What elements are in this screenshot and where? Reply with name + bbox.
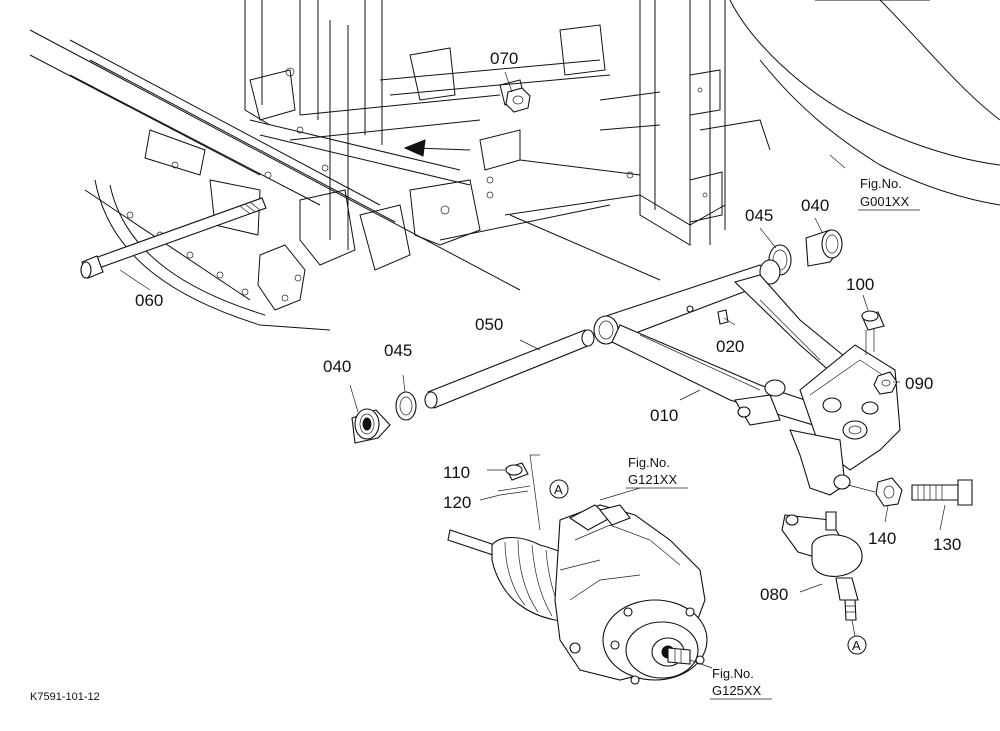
hub-assembly xyxy=(447,454,708,685)
label-010: 010 xyxy=(650,406,678,425)
fig-ref-g121-code: G121XX xyxy=(628,472,677,487)
fig-ref-g125-line1: Fig.No. xyxy=(712,666,754,681)
label-040-lower: 040 xyxy=(323,357,351,376)
figure-references: Fig.No. G001XX Fig.No. G121XX Fig.No. G1… xyxy=(626,176,920,700)
marker-a-lower-letter: A xyxy=(852,638,861,653)
shaft-050-drawing xyxy=(424,329,595,409)
label-130: 130 xyxy=(933,535,961,554)
label-080: 080 xyxy=(760,585,788,604)
bolt-060-drawing xyxy=(80,197,267,279)
label-060: 060 xyxy=(135,291,163,310)
ball-joint-080-drawing xyxy=(781,511,863,637)
lower-arm-010-drawing xyxy=(509,214,901,496)
label-090: 090 xyxy=(905,374,933,393)
label-100: 100 xyxy=(846,275,874,294)
chassis-frame xyxy=(29,0,641,331)
drawing-code: K7591-101-12 xyxy=(30,691,100,703)
marker-a-lower: A xyxy=(847,635,867,655)
bolt-100-drawing xyxy=(861,310,885,355)
marker-a-upper: A xyxy=(549,479,569,499)
label-110: 110 xyxy=(443,463,470,482)
bushing-040-upper xyxy=(805,229,843,267)
fig-ref-g125-code: G125XX xyxy=(712,683,761,698)
nut-140-drawing xyxy=(875,477,903,507)
rear-frame xyxy=(599,0,1000,246)
label-120: 120 xyxy=(443,493,471,512)
part-labels: 070 040 045 060 100 050 020 040 045 090 … xyxy=(135,49,961,604)
leader-lines xyxy=(119,71,946,669)
washer-045-lower xyxy=(395,391,417,421)
marker-a-upper-letter: A xyxy=(554,482,563,497)
label-070: 070 xyxy=(490,49,518,68)
label-045-upper: 045 xyxy=(745,206,773,225)
label-020: 020 xyxy=(716,337,744,356)
fig-ref-g001-code: G001XX xyxy=(860,194,909,209)
bushing-040-lower xyxy=(351,408,391,444)
label-045-lower: 045 xyxy=(384,341,412,360)
nut-090-drawing xyxy=(873,371,898,395)
fig-ref-g121-line1: Fig.No. xyxy=(628,455,670,470)
nut-070-drawing xyxy=(505,87,531,113)
label-140: 140 xyxy=(868,529,896,548)
bolt-130-axis xyxy=(847,484,876,493)
label-040-upper: 040 xyxy=(801,196,829,215)
bolt-130-drawing xyxy=(911,479,973,506)
label-050: 050 xyxy=(475,315,503,334)
fig-ref-g001-line1: Fig.No. xyxy=(860,176,902,191)
